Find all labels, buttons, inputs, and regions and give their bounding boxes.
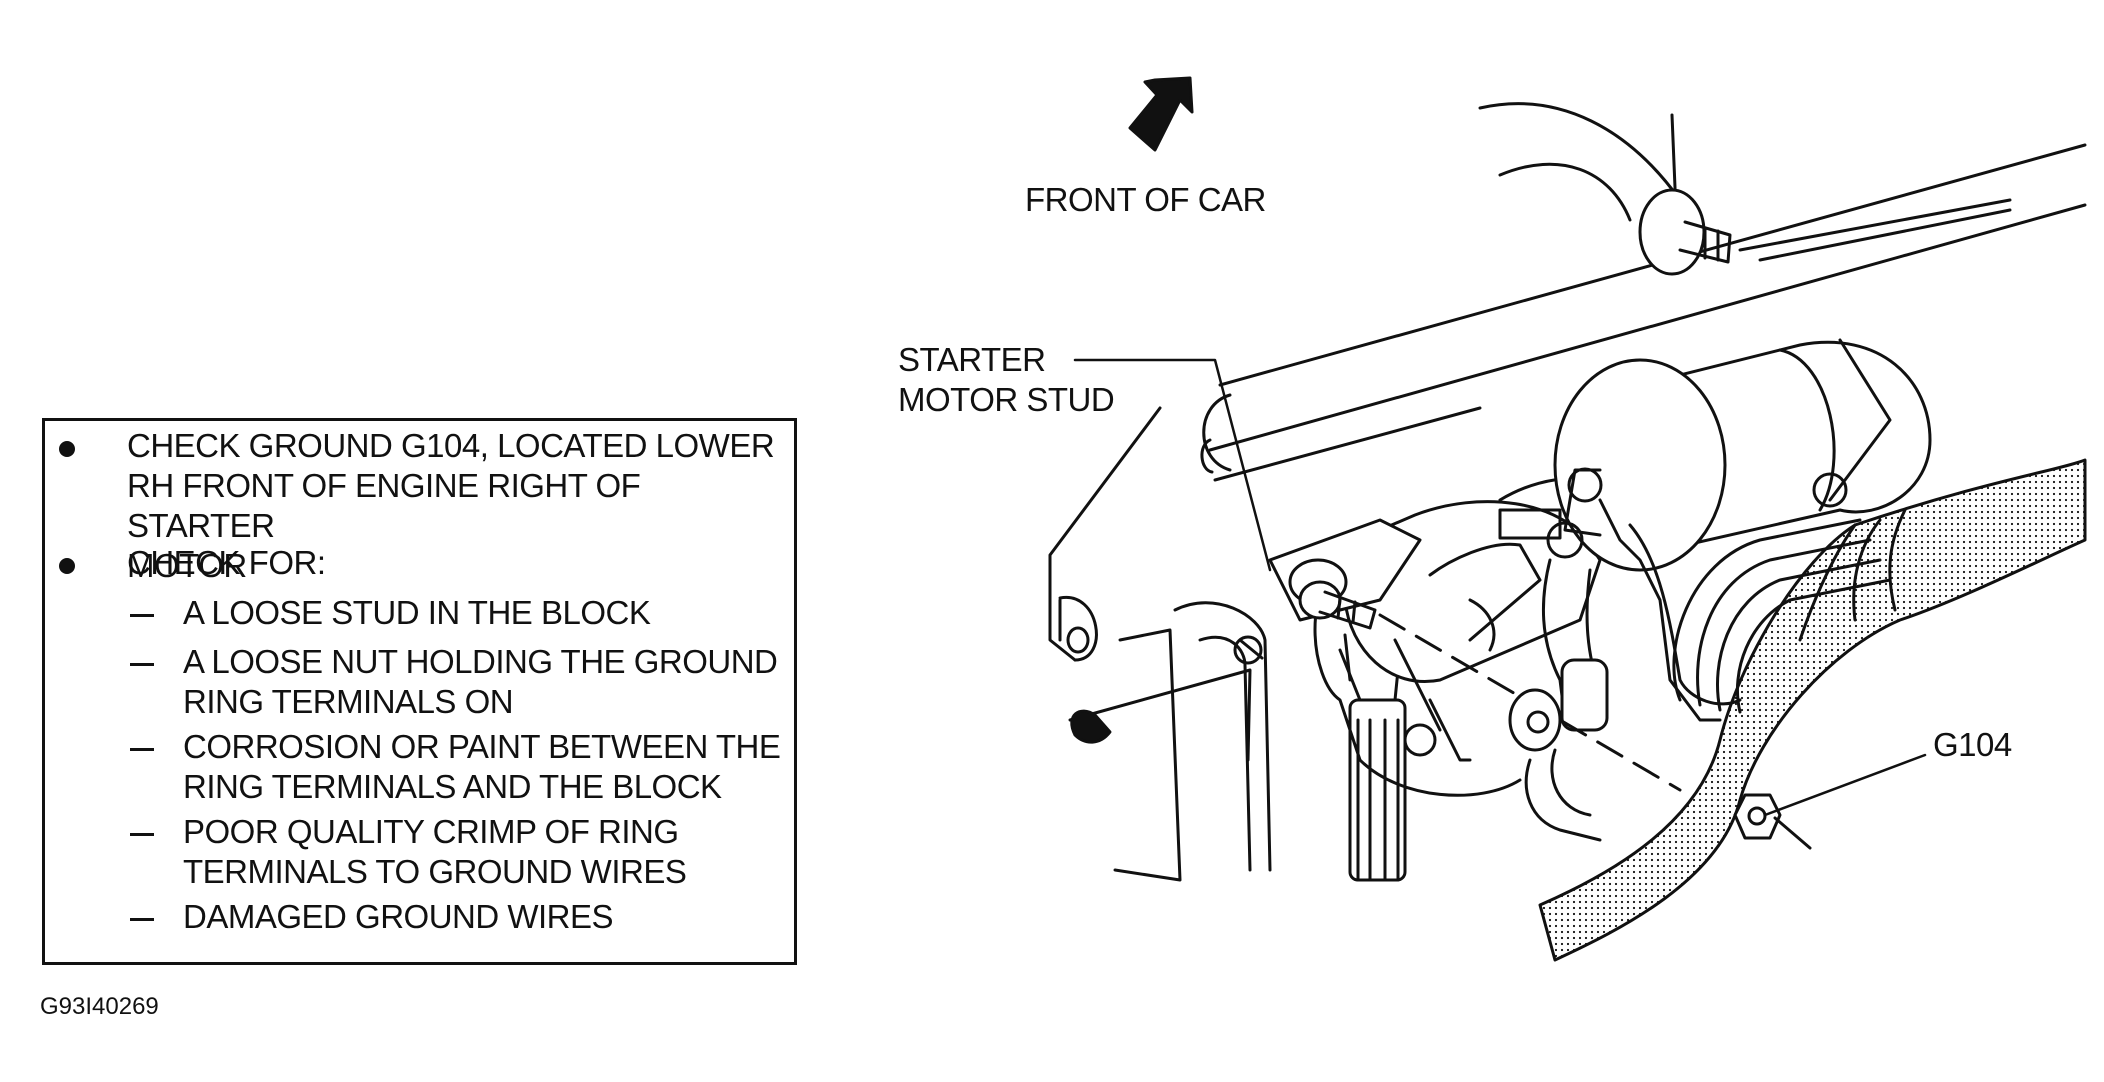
- item-line: A LOOSE NUT HOLDING THE GROUND: [183, 643, 778, 680]
- sub-item: A LOOSE NUT HOLDING THE GROUND RING TERM…: [183, 642, 778, 722]
- item-line: MOTOR: [127, 547, 247, 584]
- g104-label: G104: [1933, 726, 2012, 763]
- sub-item: CORROSION OR PAINT BETWEEN THE RING TERM…: [183, 727, 781, 807]
- diagnostic-checklist: CHECK GROUND G104, LOCATED LOWER RH FRON…: [42, 418, 797, 965]
- front-of-car-label: FRONT OF CAR: [1025, 181, 1266, 218]
- item-line: A LOOSE STUD IN THE BLOCK: [183, 594, 651, 631]
- sub-item: POOR QUALITY CRIMP OF RING TERMINALS TO …: [183, 812, 687, 892]
- dash-icon: [130, 614, 154, 617]
- figure-id: G93I40269: [40, 993, 159, 1020]
- dash-icon: [130, 833, 154, 836]
- label-line: STARTER: [898, 341, 1046, 378]
- item-line: RH FRONT OF ENGINE RIGHT OF STARTER: [127, 467, 641, 544]
- item-line: DAMAGED GROUND WIRES: [183, 898, 614, 935]
- starter-motor-stud: [1318, 590, 1377, 630]
- ground-ring-terminal: [1508, 688, 1562, 752]
- dash-icon: [130, 918, 154, 921]
- top-bolt-washer: [1638, 188, 1706, 276]
- item-line: CORROSION OR PAINT BETWEEN THE: [183, 728, 781, 765]
- block-rail: [1213, 406, 1482, 482]
- item-line: POOR QUALITY CRIMP OF RING: [183, 813, 679, 850]
- starter-motor-stud-label: STARTER MOTOR STUD: [898, 340, 1115, 420]
- item-line: CHECK GROUND G104, LOCATED LOWER: [127, 427, 775, 464]
- label-line: MOTOR STUD: [898, 381, 1115, 418]
- bullet-icon: [59, 441, 75, 457]
- item-line: TERMINALS TO GROUND WIRES: [183, 853, 687, 890]
- dash-icon: [130, 748, 154, 751]
- item-line: RING TERMINALS ON: [183, 683, 514, 720]
- arrow-icon: [1128, 76, 1194, 152]
- item-line: RING TERMINALS AND THE BLOCK: [183, 768, 722, 805]
- checklist-item-check-for: CHECK FOR:: [127, 544, 326, 581]
- g104-ground-bolt: [1733, 793, 1782, 840]
- bullet-icon: [59, 558, 75, 574]
- dash-icon: [130, 663, 154, 666]
- block-rail: [1208, 203, 2087, 452]
- checklist-item-ground: CHECK GROUND G104, LOCATED LOWER RH FRON…: [127, 426, 794, 586]
- sub-item: DAMAGED GROUND WIRES: [183, 897, 614, 937]
- sub-item: A LOOSE STUD IN THE BLOCK: [183, 593, 651, 633]
